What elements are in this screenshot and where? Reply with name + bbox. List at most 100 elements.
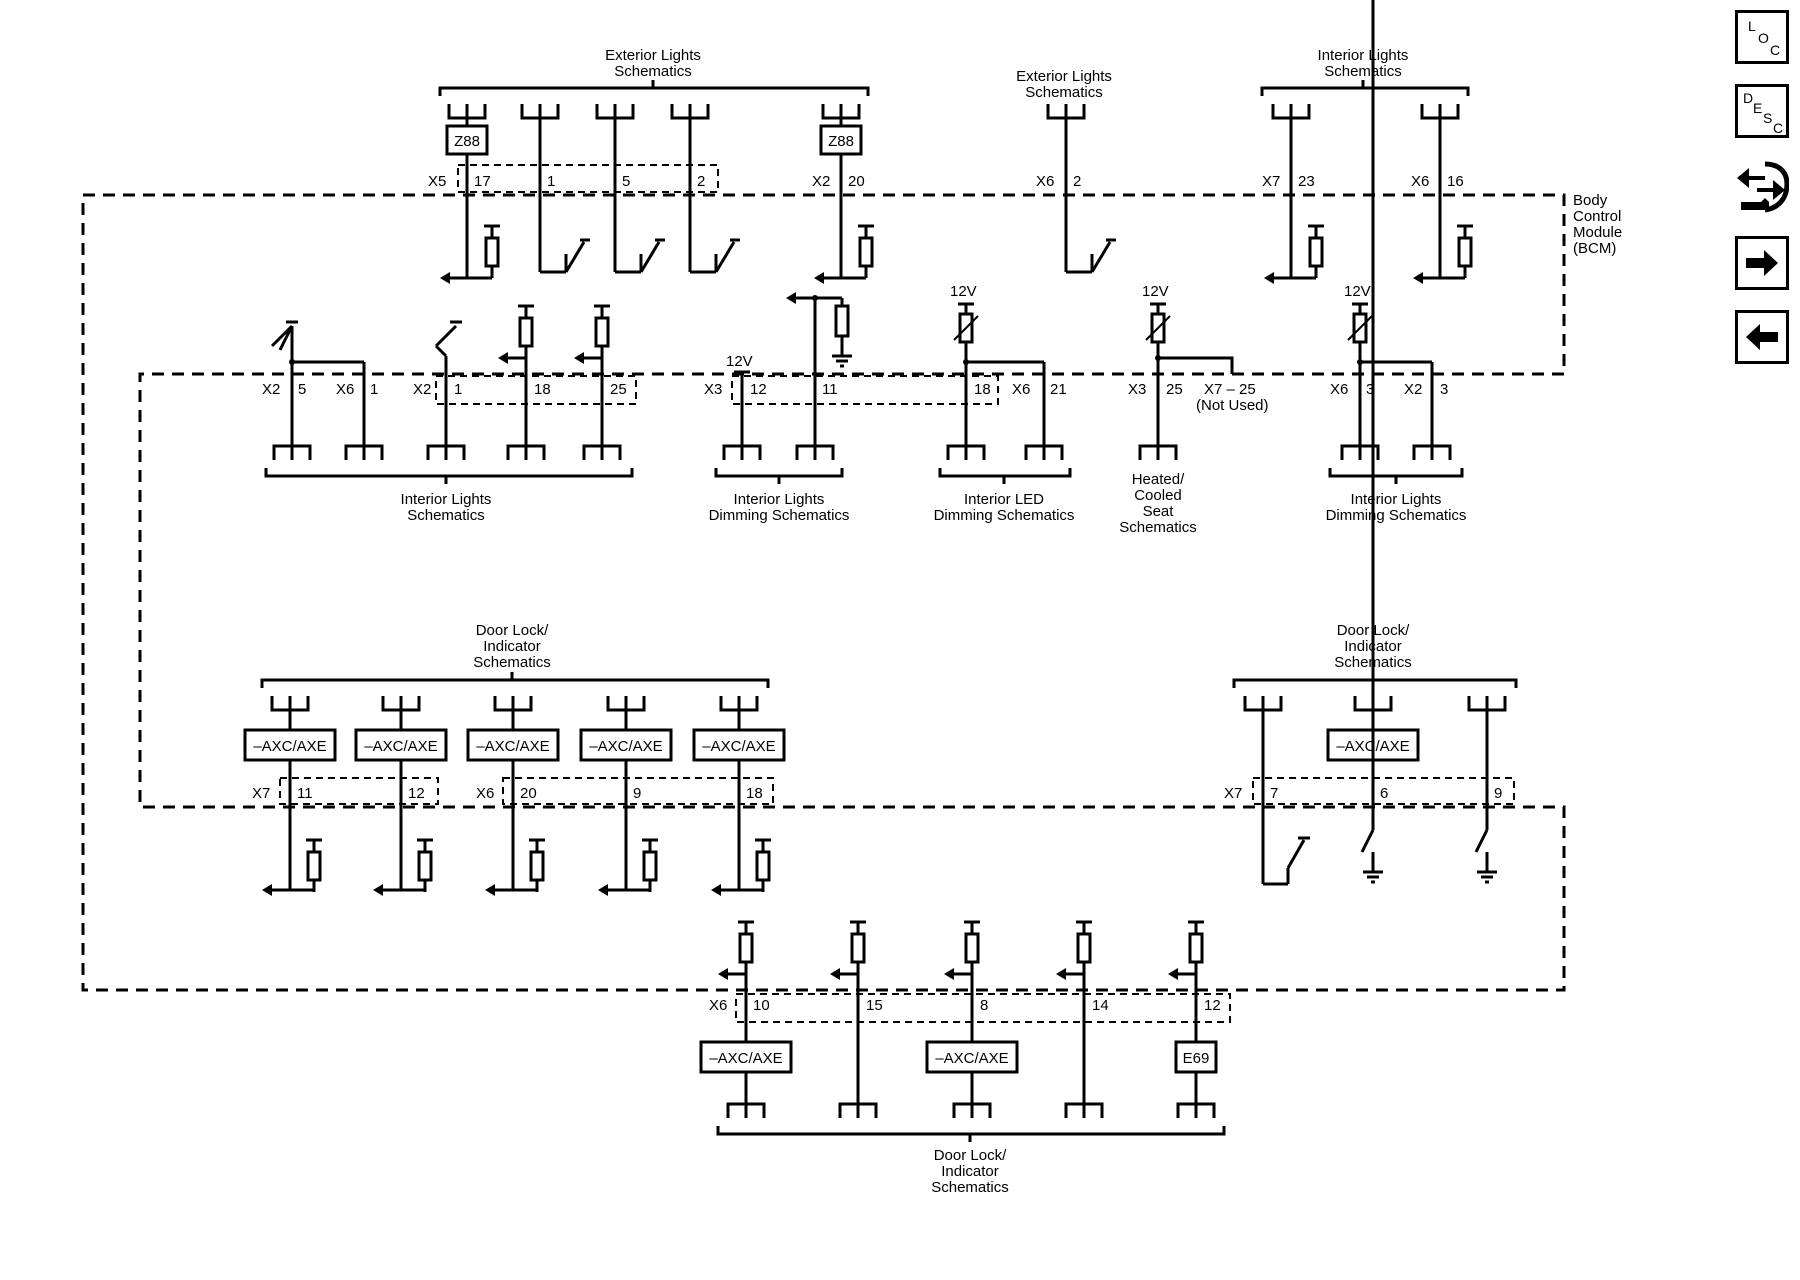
- voltage-label: 12V: [950, 283, 977, 300]
- circuit-x5-5: [595, 102, 667, 274]
- option-box-label: –AXC/AXE: [364, 738, 437, 755]
- pin-label: 6: [1380, 785, 1388, 802]
- circuit-x3-12: 12V: [722, 353, 762, 462]
- pin-label: 18: [746, 785, 763, 802]
- pin-label: 3: [1440, 381, 1448, 398]
- pin-label: 5: [298, 381, 306, 398]
- group-label-line: Dimming Schematics: [1326, 507, 1467, 524]
- next-page-button[interactable]: [1735, 236, 1789, 290]
- pin-label: 1: [370, 381, 378, 398]
- pin-label: 18: [974, 381, 991, 398]
- group-label-line: Schematics: [473, 654, 551, 671]
- group-label-line: Schematics: [407, 507, 485, 524]
- pin-label: 1: [454, 381, 462, 398]
- group-label-line: Indicator: [941, 1163, 999, 1180]
- group-label-line: Interior Lights: [401, 491, 492, 508]
- circuit-x7-11: –AXC/AXE: [243, 694, 337, 898]
- loc-button[interactable]: L O C: [1735, 10, 1789, 64]
- connector-label: X6: [336, 381, 354, 398]
- connector-label: X2: [812, 173, 830, 190]
- group-door-lock-2: Door Lock/ Indicator Schematics: [1232, 622, 1518, 688]
- voltage-label: 12V: [726, 353, 753, 370]
- voltage-label: 12V: [1142, 283, 1169, 300]
- option-box-label: Z88: [454, 133, 480, 150]
- group-label-line: Heated/: [1132, 471, 1185, 488]
- group-interior-led-dimming: Interior LED Dimming Schematics: [934, 468, 1075, 524]
- group-label-line: Schematics: [1119, 519, 1197, 536]
- group-interior-lights-dimming-2: Interior Lights Dimming Schematics: [1326, 468, 1467, 524]
- circuit-x3-11: [784, 290, 854, 462]
- pin-label: 12: [1204, 997, 1221, 1014]
- not-used-note: (Not Used): [1196, 397, 1269, 414]
- pin-label: 16: [1447, 173, 1464, 190]
- arrow-right-icon: [1746, 250, 1778, 276]
- connector-label: X6: [1411, 173, 1429, 190]
- pin-label: 10: [753, 997, 770, 1014]
- bcm-label-1: Body: [1573, 192, 1608, 209]
- option-box-label: –AXC/AXE: [702, 738, 775, 755]
- group-door-lock-3: Door Lock/ Indicator Schematics: [716, 1126, 1226, 1196]
- group-label-line: Interior LED: [964, 491, 1044, 508]
- group-label-line: Interior Lights: [1351, 491, 1442, 508]
- circuit-x6-12: E69: [1166, 920, 1218, 1120]
- bcm-label-4: (BCM): [1573, 240, 1616, 257]
- circuit-led-18-21: 12V: [946, 283, 1064, 462]
- desc-button[interactable]: D E S C: [1735, 84, 1789, 138]
- group-interior-lights-1: Interior Lights Schematics: [1260, 47, 1470, 96]
- pin-label: 17: [474, 173, 491, 190]
- circuit-x6-9: –AXC/AXE: [579, 694, 673, 898]
- circuit-x7-6: –AXC/AXE: [1326, 0, 1420, 884]
- connector-label: X6: [709, 997, 727, 1014]
- pin-label: 9: [1494, 785, 1502, 802]
- pin-label: 20: [848, 173, 865, 190]
- group-interior-lights-2: Interior Lights Schematics: [264, 468, 634, 524]
- option-box-label: E69: [1183, 1050, 1210, 1067]
- group-label-line: Interior Lights: [1318, 47, 1409, 64]
- group-label-line: Dimming Schematics: [934, 507, 1075, 524]
- desc-letter-d: D: [1743, 90, 1754, 106]
- option-box-label: –AXC/AXE: [476, 738, 549, 755]
- not-used-pin: X7 – 25: [1204, 381, 1256, 398]
- circuit-x7-7: [1243, 694, 1310, 886]
- circuit-x6-10: –AXC/AXE: [699, 920, 793, 1120]
- previous-page-button[interactable]: [1735, 310, 1789, 364]
- group-label-line: Seat: [1143, 503, 1175, 520]
- group-label-line: Schematics: [1324, 63, 1402, 80]
- circuit-x2-1: [426, 320, 466, 462]
- connector-label: X7: [1262, 173, 1280, 190]
- connector-label: X3: [704, 381, 722, 398]
- group-label-line: Cooled: [1134, 487, 1182, 504]
- group-label-line: Dimming Schematics: [709, 507, 850, 524]
- group-door-lock-1: Door Lock/ Indicator Schematics: [260, 622, 770, 688]
- circuit-x5-2: [670, 102, 742, 274]
- pin-label: 25: [1166, 381, 1183, 398]
- connector-label: X2: [413, 381, 431, 398]
- pin-label: 12: [408, 785, 425, 802]
- group-label-line: Door Lock/: [934, 1147, 1007, 1164]
- circuit-x7-12: –AXC/AXE: [354, 694, 448, 898]
- pin-label: 18: [534, 381, 551, 398]
- connector-label: X2: [1404, 381, 1422, 398]
- circuit-x5-1: [520, 102, 592, 274]
- connector-label: X7: [1224, 785, 1242, 802]
- pin-label: 14: [1092, 997, 1109, 1014]
- desc-letter-s: S: [1763, 110, 1773, 126]
- option-box-label: –AXC/AXE: [935, 1050, 1008, 1067]
- pin-label: 5: [622, 173, 630, 190]
- connector-end-view-button[interactable]: [1735, 158, 1790, 222]
- option-box-label: –AXC/AXE: [589, 738, 662, 755]
- connector-tool-icon: [1737, 161, 1790, 213]
- pin-label: 2: [697, 173, 705, 190]
- circuit-x2-5-x6-1: [270, 320, 384, 462]
- group-exterior-lights-2: Exterior Lights Schematics: [1016, 68, 1118, 274]
- voltage-label: 12V: [1344, 283, 1371, 300]
- circuit-x7-9: [1467, 694, 1507, 884]
- pin-label: 25: [610, 381, 627, 398]
- bcm-label-2: Control: [1573, 208, 1621, 225]
- group-label-line: Schematics: [614, 63, 692, 80]
- option-box-label: –AXC/AXE: [709, 1050, 782, 1067]
- group-heated-cooled-seat: Heated/ Cooled Seat Schematics: [1119, 471, 1197, 536]
- connector-label: X7: [252, 785, 270, 802]
- pin-label: 3: [1366, 381, 1374, 398]
